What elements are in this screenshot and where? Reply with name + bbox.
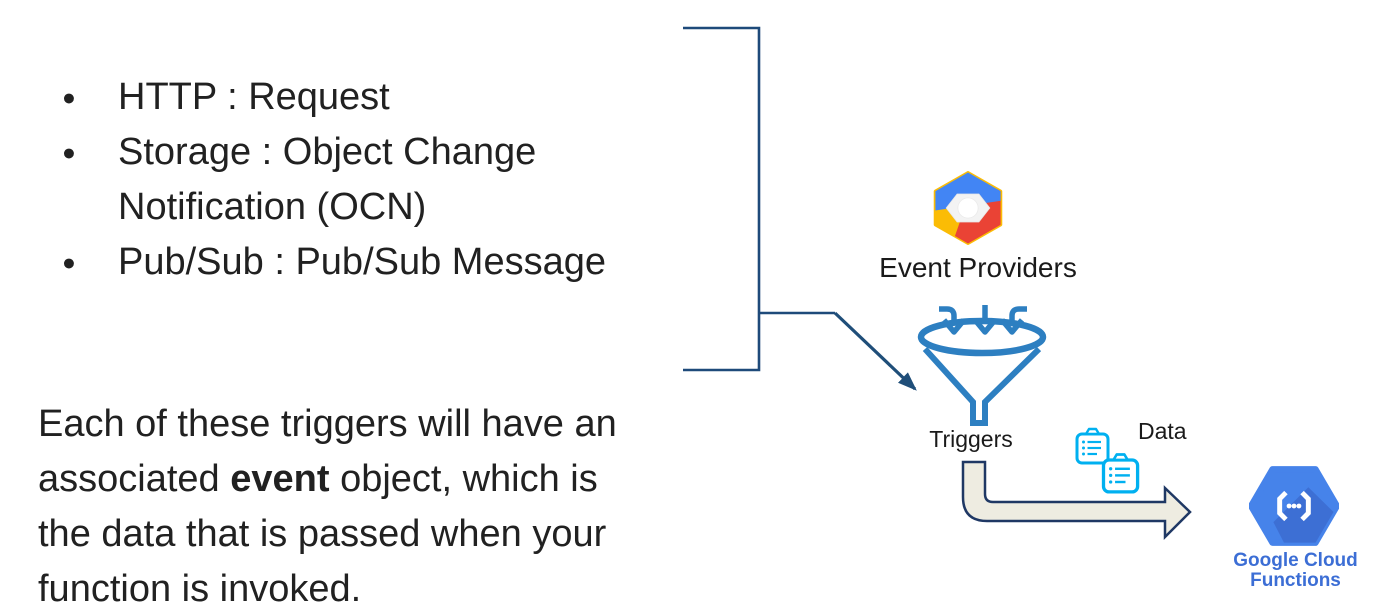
google-cloud-platform-logo-icon — [933, 171, 1003, 245]
gcf-label-line1: Google Cloud — [1233, 550, 1358, 571]
funnel-left-arrow — [939, 306, 957, 324]
list-item: ● HTTP : Request — [62, 70, 606, 125]
paragraph-text: associated — [38, 458, 231, 500]
event-description-paragraph: Each of these triggers will have an asso… — [38, 397, 617, 615]
funnel-cone — [922, 346, 1042, 426]
bullet-icon: ● — [62, 84, 76, 110]
bracket-shape — [683, 26, 761, 372]
paragraph-line: Each of these triggers will have an — [38, 403, 617, 445]
data-clipboards-icon — [1075, 427, 1140, 494]
clipboard-icon — [1101, 453, 1140, 494]
list-item: ● Storage : Object Change Notification (… — [62, 125, 606, 235]
paragraph-line: the data that is passed when your — [38, 513, 607, 555]
list-item: ● Pub/Sub : Pub/Sub Message — [62, 235, 606, 290]
gcf-brackets-glyph — [1277, 490, 1311, 522]
bullet-text: Pub/Sub : Pub/Sub Message — [118, 241, 606, 283]
gcp-center-circle — [957, 197, 979, 219]
bullet-icon: ● — [62, 139, 76, 165]
bracket-connector — [683, 26, 917, 391]
bullet-icon: ● — [62, 249, 76, 275]
funnel-rim — [917, 317, 1047, 357]
gcf-label-line2: Functions — [1250, 570, 1341, 591]
event-bold-word: event — [230, 458, 330, 500]
bullet-text: HTTP : Request — [118, 76, 390, 118]
paragraph-line: function is invoked. — [38, 568, 362, 610]
google-cloud-functions-logo-icon — [1249, 466, 1339, 546]
trigger-bullet-list: ● HTTP : Request ● Storage : Object Chan… — [62, 70, 606, 290]
google-cloud-functions-label: Google Cloud Functions — [1213, 551, 1378, 591]
event-providers-label: Event Providers — [879, 252, 1077, 283]
data-label: Data — [1138, 418, 1187, 444]
funnel-icon — [917, 305, 1047, 426]
bullet-text: Notification (OCN) — [118, 186, 427, 228]
triggers-label: Triggers — [929, 426, 1013, 452]
paragraph-line: associated event object, which is — [38, 452, 617, 507]
bent-arrow-path — [961, 460, 1192, 541]
bent-arrow-shape — [961, 460, 1192, 541]
arrow-to-funnel-icon — [833, 311, 917, 391]
paragraph-text: object, which is — [329, 458, 598, 500]
bullet-text: Storage : Object Change — [118, 131, 537, 173]
gcf-dots-glyph — [1286, 503, 1302, 509]
clipboard-icon — [1075, 427, 1110, 465]
funnel-right-arrow — [1009, 306, 1027, 324]
